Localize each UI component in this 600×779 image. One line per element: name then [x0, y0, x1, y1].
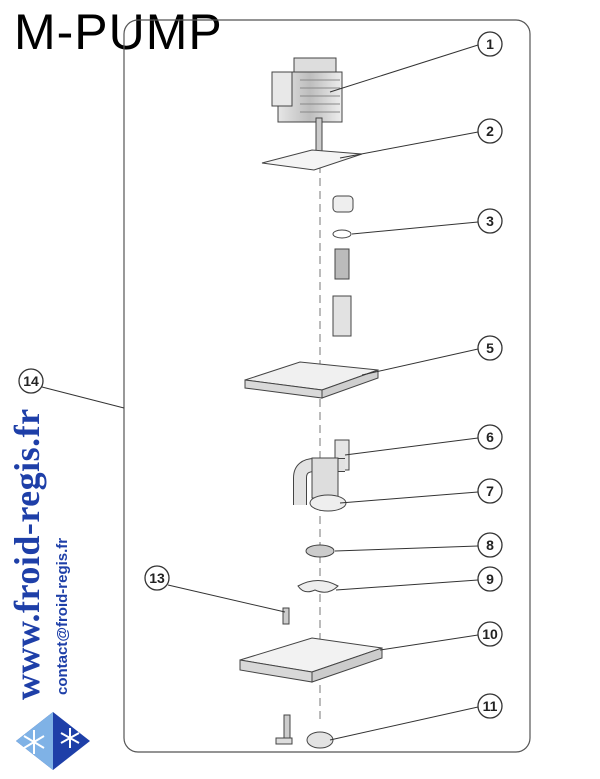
svg-text:5: 5	[486, 340, 494, 356]
callout-14: 14	[18, 368, 44, 394]
svg-text:3: 3	[486, 213, 494, 229]
callout-9: 9	[477, 566, 503, 592]
part-pump-body	[293, 439, 350, 512]
svg-text:10: 10	[482, 626, 498, 642]
callout-3: 3	[477, 208, 503, 234]
part-seal-group	[332, 195, 354, 337]
part-motor	[271, 57, 343, 159]
callout-6: 6	[477, 424, 503, 450]
svg-text:14: 14	[23, 373, 39, 389]
svg-text:11: 11	[483, 698, 498, 714]
part-float-sensor	[275, 714, 334, 749]
svg-text:13: 13	[149, 570, 165, 586]
part-volute-cover	[297, 580, 339, 593]
watermark-site: www.froid-regis.fr	[7, 408, 47, 700]
part-impeller	[305, 544, 335, 558]
diagram-title: M-PUMP	[14, 4, 223, 60]
svg-text:8: 8	[486, 537, 494, 553]
diagram-frame	[123, 19, 531, 753]
svg-text:7: 7	[486, 483, 494, 499]
callout-2: 2	[477, 118, 503, 144]
callout-10: 10	[477, 621, 503, 647]
callout-13: 13	[144, 565, 170, 591]
callout-11: 11	[477, 693, 503, 719]
callout-7: 7	[477, 478, 503, 504]
callout-8: 8	[477, 532, 503, 558]
part-screw	[282, 607, 290, 625]
watermark-contact: contact@froid-regis.fr	[54, 537, 71, 695]
svg-text:9: 9	[486, 571, 494, 587]
leader-lines	[41, 44, 479, 741]
svg-text:1: 1	[486, 36, 494, 52]
svg-text:6: 6	[486, 429, 494, 445]
part-gasket-plate	[261, 149, 363, 171]
callout-5: 5	[477, 335, 503, 361]
part-base	[239, 637, 383, 683]
snowflake-logo-icon	[16, 712, 90, 770]
callout-1: 1	[477, 31, 503, 57]
svg-text:2: 2	[486, 123, 494, 139]
